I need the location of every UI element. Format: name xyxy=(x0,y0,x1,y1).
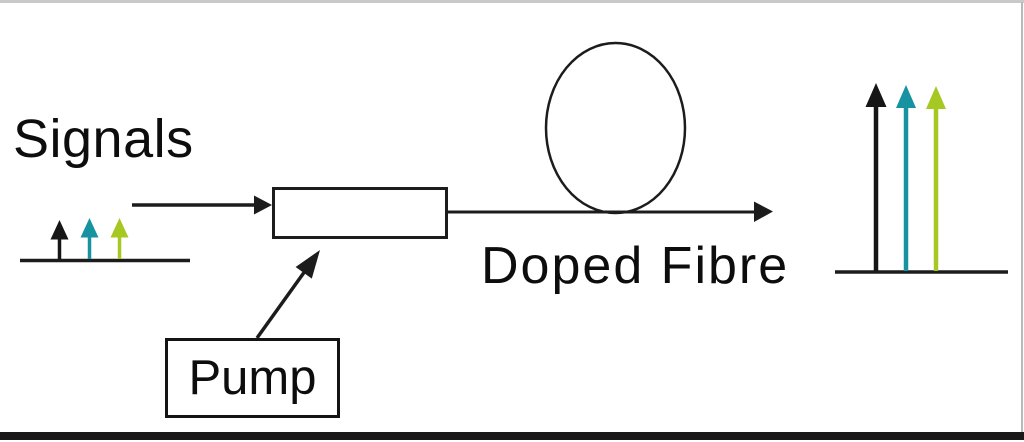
fibre-coil-loop xyxy=(544,41,687,215)
doped-fibre-label: Doped Fibre xyxy=(481,237,790,295)
frame-top-border xyxy=(0,0,1024,3)
output-signal-arrow-green xyxy=(926,86,946,271)
signal-input-arrow xyxy=(132,195,272,215)
input-signal-arrow-green xyxy=(110,218,129,259)
output-spectrum xyxy=(835,83,1008,274)
output-signal-head-teal xyxy=(896,85,916,108)
input-signal-arrow-black xyxy=(50,220,69,259)
output-signal-arrow-teal xyxy=(896,85,916,271)
pump-arrowhead-icon xyxy=(295,250,320,279)
output-signal-head-black xyxy=(865,83,887,107)
input-spectrum xyxy=(20,218,190,263)
output-signal-arrow-black xyxy=(865,83,887,271)
coupler-box xyxy=(272,187,448,239)
output-signal-head-green xyxy=(926,86,946,109)
frame-right-border xyxy=(1021,2,1023,440)
input-signal-arrow-teal xyxy=(80,218,99,259)
signal-input-arrowhead-icon xyxy=(254,195,272,215)
pump-arrow xyxy=(255,250,320,340)
input-signal-head-green xyxy=(110,218,129,238)
signals-label: Signals xyxy=(13,109,194,169)
pump-arrow-shaft xyxy=(255,271,306,340)
input-signal-head-teal xyxy=(80,218,99,238)
pump-box: Pump xyxy=(165,338,340,418)
fibre-arrowhead-icon xyxy=(754,201,773,222)
frame-bottom-band xyxy=(0,432,1024,440)
pump-label: Pump xyxy=(188,350,317,405)
input-signal-head-black xyxy=(50,220,69,240)
